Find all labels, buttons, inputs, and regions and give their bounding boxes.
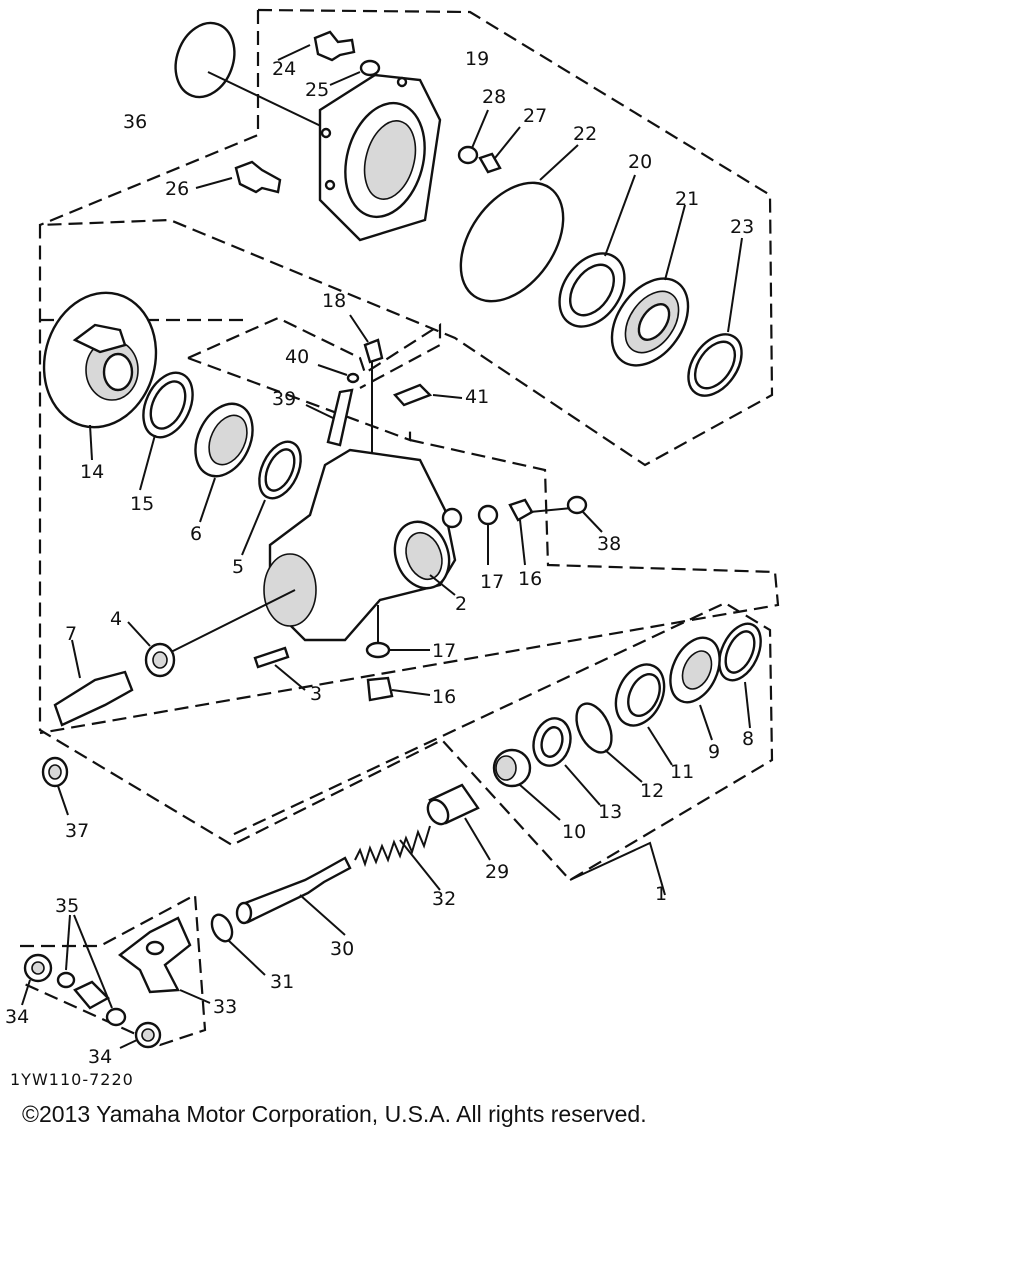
callout-39: 39 bbox=[272, 388, 296, 410]
drive-shaft-30 bbox=[235, 856, 352, 936]
callout-41: 41 bbox=[465, 386, 489, 408]
bolt-24 bbox=[277, 30, 356, 62]
exploded-parts-diagram: 1 2 3 4 5 6 7 8 9 10 11 12 13 14 15 16 1… bbox=[5, 8, 780, 1068]
callout-1: 1 bbox=[655, 883, 667, 905]
copyright-notice: ©2013 Yamaha Motor Corporation, U.S.A. A… bbox=[22, 1101, 647, 1127]
washer-25 bbox=[329, 59, 381, 86]
callout-30: 30 bbox=[330, 938, 354, 960]
callout-5: 5 bbox=[232, 556, 244, 578]
o-ring-36 bbox=[174, 21, 326, 129]
callout-22: 22 bbox=[573, 123, 597, 145]
callout-38: 38 bbox=[597, 533, 621, 555]
seal-13 bbox=[532, 717, 601, 806]
plug-27 bbox=[478, 126, 521, 174]
cap-38 bbox=[566, 495, 603, 533]
callout-23: 23 bbox=[730, 216, 754, 238]
callout-20: 20 bbox=[628, 151, 652, 173]
callout-13: 13 bbox=[598, 801, 622, 823]
callout-15: 15 bbox=[130, 493, 154, 515]
shim-23 bbox=[687, 237, 743, 397]
spacer-5 bbox=[241, 440, 302, 556]
bushing-29 bbox=[426, 783, 491, 861]
callout-32: 32 bbox=[432, 888, 456, 910]
callout-11: 11 bbox=[670, 761, 694, 783]
nut-37 bbox=[41, 756, 69, 816]
callout-17-side: 17 bbox=[480, 571, 504, 593]
callout-36: 36 bbox=[123, 111, 147, 133]
callout-37: 37 bbox=[65, 820, 89, 842]
bearing-housing-19 bbox=[318, 73, 442, 242]
o-ring-22 bbox=[459, 144, 579, 303]
callout-21: 21 bbox=[675, 188, 699, 210]
o-ring-12 bbox=[575, 702, 643, 783]
drawing-code: 1YW110-7220 bbox=[10, 1070, 134, 1089]
callout-3: 3 bbox=[310, 683, 322, 705]
callout-34-right: 34 bbox=[88, 1046, 112, 1068]
callout-4: 4 bbox=[110, 608, 122, 630]
callout-19: 19 bbox=[465, 48, 489, 70]
callout-17-bottom: 17 bbox=[432, 640, 456, 662]
callout-34-left: 34 bbox=[5, 1006, 29, 1028]
bearing-21 bbox=[610, 204, 690, 367]
washer-17-side bbox=[477, 504, 499, 565]
stud-3 bbox=[253, 646, 306, 691]
breather-18 bbox=[349, 314, 384, 460]
bolt-26 bbox=[195, 160, 282, 194]
pin-39 bbox=[305, 388, 354, 447]
yoke-33 bbox=[118, 916, 211, 1004]
callout-12: 12 bbox=[640, 780, 664, 802]
nut-11 bbox=[614, 663, 673, 766]
spring-32 bbox=[354, 825, 441, 891]
callout-labels: 1 2 3 4 5 6 7 8 9 10 11 12 13 14 15 16 1… bbox=[5, 48, 754, 1068]
callout-2: 2 bbox=[455, 593, 467, 615]
callout-16-bottom: 16 bbox=[432, 686, 456, 708]
clip-40 bbox=[317, 364, 360, 384]
callout-14: 14 bbox=[80, 461, 104, 483]
ring-gear-14 bbox=[42, 291, 158, 461]
callout-24: 24 bbox=[272, 58, 296, 80]
bearing-cap-34-right bbox=[119, 1021, 162, 1049]
bearing-4 bbox=[127, 621, 176, 678]
callout-8: 8 bbox=[742, 728, 754, 750]
bearing-cap-34-left bbox=[21, 953, 53, 1006]
callout-28: 28 bbox=[482, 86, 506, 108]
callout-40: 40 bbox=[285, 346, 309, 368]
bolt-16-side bbox=[508, 498, 573, 566]
assembly-bracket-1 bbox=[569, 841, 666, 896]
washer-28 bbox=[457, 109, 489, 165]
bearing-9 bbox=[669, 636, 721, 741]
bearing-6 bbox=[194, 402, 254, 523]
callout-35: 35 bbox=[55, 895, 79, 917]
callout-9: 9 bbox=[708, 741, 720, 763]
callout-16-side: 16 bbox=[518, 568, 542, 590]
gear-case-2 bbox=[164, 448, 463, 656]
callout-29: 29 bbox=[485, 861, 509, 883]
callout-10: 10 bbox=[562, 821, 586, 843]
callout-31: 31 bbox=[270, 971, 294, 993]
callout-33: 33 bbox=[213, 996, 237, 1018]
bolt-16-bottom bbox=[366, 676, 431, 702]
gasket-41 bbox=[392, 383, 463, 407]
callout-18: 18 bbox=[322, 290, 346, 312]
collar-10 bbox=[492, 748, 561, 821]
pinion-gear-7 bbox=[53, 639, 134, 727]
circlip-31 bbox=[210, 913, 266, 976]
shim-15 bbox=[139, 371, 194, 491]
callout-6: 6 bbox=[190, 523, 202, 545]
callout-27: 27 bbox=[523, 105, 547, 127]
callout-26: 26 bbox=[165, 178, 189, 200]
callout-25: 25 bbox=[305, 79, 329, 101]
washer-17-bottom bbox=[365, 605, 430, 659]
callout-7: 7 bbox=[65, 623, 77, 645]
seal-20 bbox=[558, 174, 636, 328]
shim-8 bbox=[718, 622, 762, 729]
spider-35 bbox=[56, 914, 127, 1027]
